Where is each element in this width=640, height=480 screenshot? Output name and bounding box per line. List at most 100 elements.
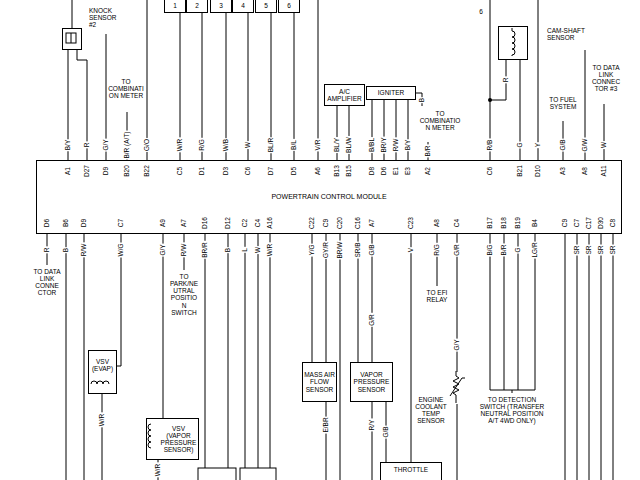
node-label: A/C AMPLIFIER (326, 88, 363, 102)
wire-color-code: G/Y (454, 338, 461, 351)
wire-color-code: G/Y (160, 243, 167, 256)
pin-number: C9 (323, 218, 330, 228)
wire-color-code: SR (598, 244, 605, 255)
wire-color-code: B/Y (65, 139, 72, 151)
destination-note: TO COMBINATION METER (418, 110, 462, 131)
pin-number: B15 (346, 164, 353, 178)
wire (147, 0, 148, 160)
node-label: MASS AIR FLOW SENSOR (304, 371, 335, 392)
wire (518, 234, 519, 390)
air-flow-sensor: MASS AIR FLOW SENSOR (302, 362, 337, 402)
destination-note: TO FUEL SYSTEM (549, 96, 577, 110)
destination-note: TO DATA LINK CONNECTOR (33, 268, 61, 297)
pin-number: B4 (532, 218, 539, 228)
pin-number: A3 (560, 166, 567, 176)
node-label: POWERTRAIN CONTROL MODULE (271, 193, 386, 201)
destination-note: TO DETECTION SWITCH (TRANSFER NEUTRAL PO… (478, 396, 546, 425)
temp-sensor: ENGINE COOLANT TEMP SENSOR (450, 372, 464, 404)
wire-color-code: SR/B (355, 241, 362, 258)
node-label: 4 (241, 2, 245, 9)
wire-color-code: R (44, 247, 51, 254)
pin-number: A16 (267, 216, 274, 230)
wire (504, 234, 505, 390)
wire (270, 234, 271, 468)
wire-color-code: R/Y (369, 419, 376, 432)
pin-number: C4 (255, 218, 262, 228)
wire-color-code: W (255, 246, 262, 254)
wire (340, 234, 341, 480)
component-outline (198, 468, 236, 480)
wire (258, 234, 259, 468)
pin-number: C7 (118, 218, 125, 228)
wire (228, 234, 229, 468)
wire-color-code: R/G (199, 138, 206, 152)
injector-box: 3 (210, 0, 232, 13)
wire (245, 234, 246, 468)
wire (326, 402, 327, 480)
injector-box: 6 (278, 0, 300, 13)
wire-color-code: W (245, 141, 252, 149)
wire-color-code: L (242, 247, 249, 253)
node-label: 5 (264, 2, 268, 9)
wire-color-code: W/G (118, 243, 125, 258)
wire-color-code: W (601, 141, 608, 149)
wire (318, 0, 319, 160)
wire (490, 234, 491, 390)
node-label: VSV (EVAP) (90, 358, 115, 372)
knock-sensor: KNOCK SENSOR #2 (62, 28, 82, 50)
wire (294, 13, 295, 160)
node-label: THROTTLE (394, 466, 428, 473)
node-label: VAPOR PRESSURE SENSOR (352, 371, 391, 392)
wire-color-code: BL/Y (334, 137, 341, 153)
pin-number: C8 (610, 218, 617, 228)
pin-number: E3 (405, 166, 412, 176)
wire-color-code: Y/G (309, 243, 316, 256)
wire-color-code: B/R (425, 145, 432, 158)
destination-note: TO DATA LINK CONNECTOR #3 (590, 64, 622, 93)
pin-number: A11 (601, 164, 608, 177)
node-label: CAM-SHAFT SENSOR (547, 27, 597, 41)
wire-color-code: B/G (487, 243, 494, 256)
injector-box: 4 (232, 0, 254, 13)
pin-number: C2 (242, 218, 249, 228)
node-label: 3 (219, 2, 223, 9)
injector-box: 2 (186, 0, 208, 13)
wire (372, 402, 373, 480)
wire-color-code: B (419, 97, 426, 103)
wire-color-code: G/R (369, 313, 376, 327)
wire-color-code: V (408, 247, 415, 253)
pin-number: D1 (199, 166, 206, 176)
coil-symbol (498, 26, 528, 60)
pin-number: A7 (181, 218, 188, 228)
wire-color-code: BL/R (268, 137, 275, 153)
wire-color-code: G (517, 141, 524, 148)
wire-color-code: B/R (501, 244, 508, 257)
wire-color-code: V/R (315, 139, 322, 152)
wire-color-code: W/R (267, 243, 274, 258)
wire-color-code: BL/W (346, 136, 353, 154)
throttle-box: THROTTLE (380, 462, 442, 480)
wire (72, 0, 73, 28)
node-label: KNOCK SENSOR #2 (89, 7, 125, 28)
pin-number: C17 (586, 216, 593, 230)
wire-color-code: W/R (155, 463, 162, 478)
wire-color-code: B/Y (405, 139, 412, 151)
callout-number: 6 (478, 9, 484, 16)
wire-color-code: SR (574, 244, 581, 255)
injector-box: 1 (164, 0, 186, 13)
wire-color-code: R/G (434, 243, 441, 257)
vsv-solenoid: VSV (VAPOR PRESSURE SENSOR) (146, 418, 199, 460)
wire-color-code: B (225, 247, 232, 253)
pin-number: D30 (598, 216, 605, 230)
wire-color-code: G/B (383, 425, 390, 438)
wire-color-code: G/Y (103, 138, 110, 151)
pin-number: D8 (369, 166, 376, 176)
wire (66, 234, 67, 480)
pin-number: B21 (517, 164, 524, 178)
wire-color-code: R/W (81, 243, 88, 258)
camshaft-sensor: CAM-SHAFT SENSOR (498, 26, 528, 60)
node-label: VSV (VAPOR PRESSURE SENSOR) (160, 425, 197, 454)
wire (601, 234, 602, 480)
wire (248, 13, 249, 160)
pin-number: D3 (223, 166, 230, 176)
